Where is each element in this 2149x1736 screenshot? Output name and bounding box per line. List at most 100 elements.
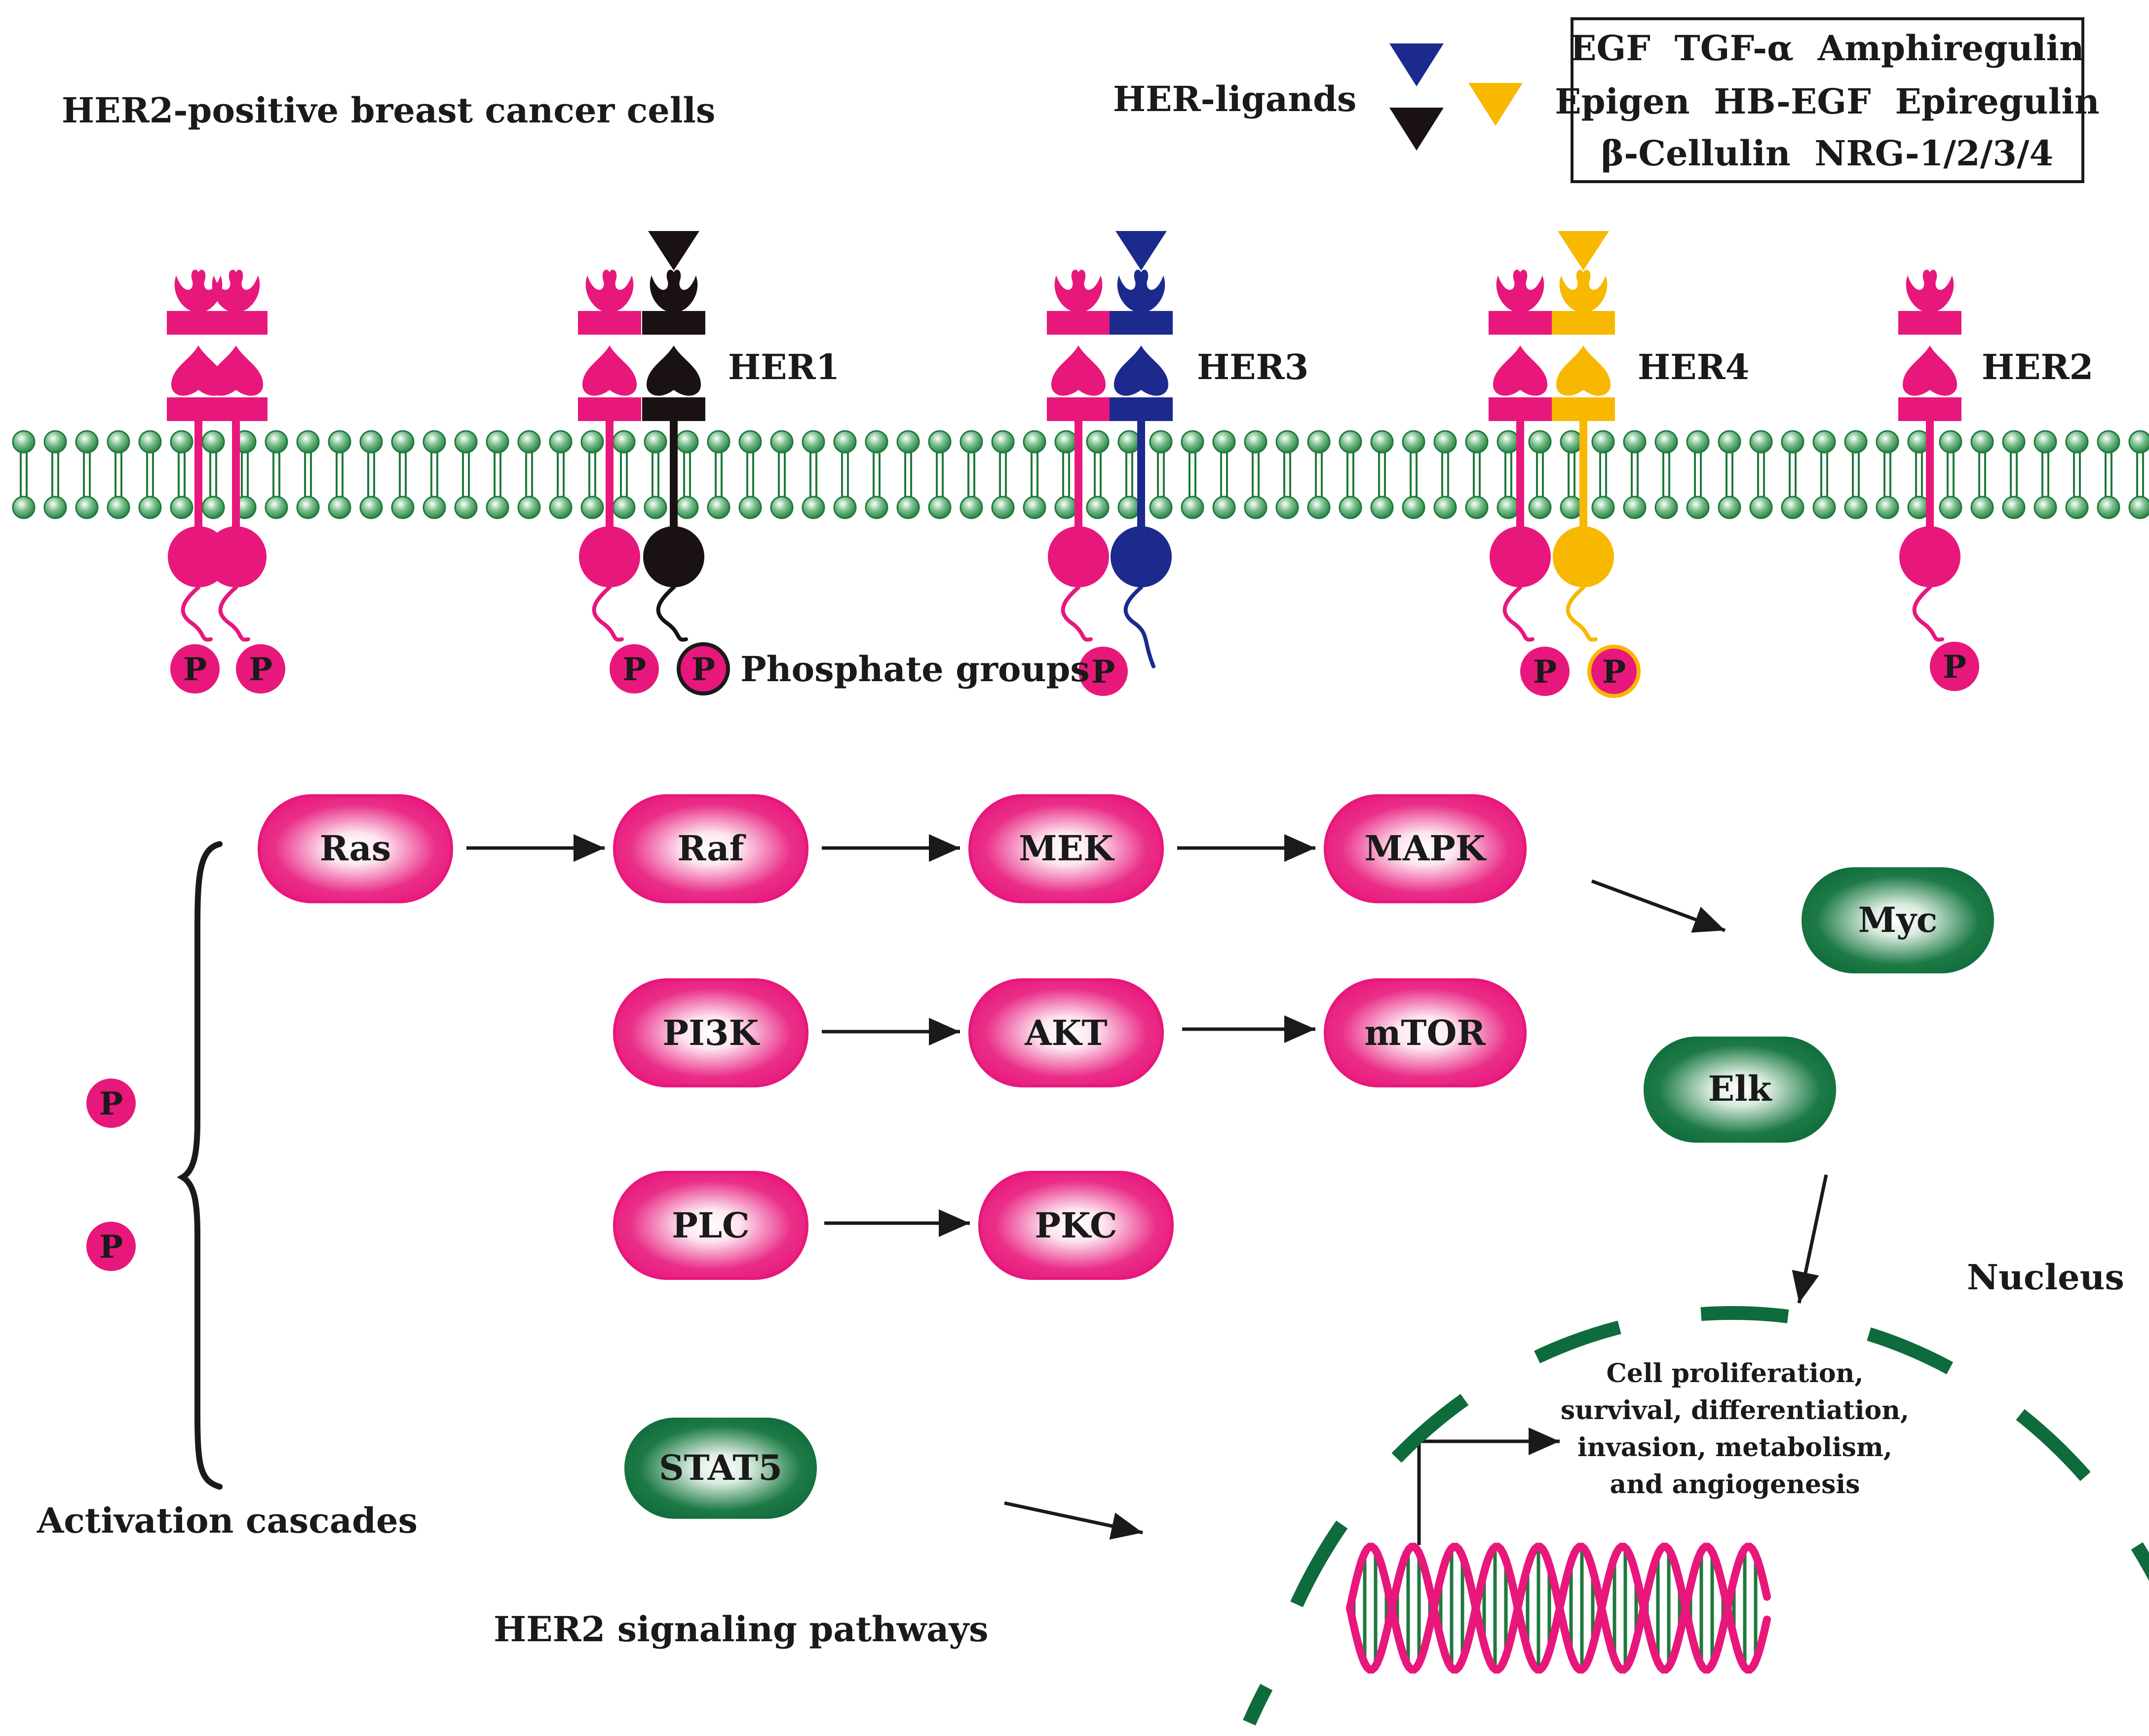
lipid	[1812, 430, 1836, 519]
lipid-head	[359, 430, 383, 454]
lipid	[391, 430, 415, 519]
mek-label: MEK	[1019, 828, 1114, 869]
lipid	[2097, 430, 2120, 519]
lipid-head	[1212, 430, 1236, 454]
cell-membrane	[12, 430, 2149, 519]
kinase-domain	[643, 526, 704, 587]
signaling-pathways-label: HER2 signaling pathways	[494, 1609, 989, 1650]
lipid-head	[1812, 496, 1836, 519]
phosphate-group: P	[677, 642, 730, 695]
lipid-head	[738, 430, 762, 454]
pkc-label: PKC	[1035, 1205, 1117, 1246]
extracellular-bar	[1110, 311, 1173, 335]
extracellular-bar	[1110, 397, 1173, 421]
plc-label: PLC	[672, 1205, 750, 1246]
extracellular-bar	[642, 397, 705, 421]
cysteine-rich-domain	[1903, 346, 1957, 396]
lipid-head	[1718, 430, 1741, 454]
mtor-box: mTOR	[1324, 978, 1527, 1087]
kinase-domain	[1048, 526, 1109, 587]
lipid-head	[2065, 430, 2089, 454]
lipid-head	[833, 430, 857, 454]
lipid-head	[865, 430, 888, 454]
lipid-head	[991, 496, 1015, 519]
lipid-head	[2034, 430, 2057, 454]
bound-ligand-icon	[1558, 231, 1609, 270]
lipid-head	[296, 496, 320, 519]
ligand-yellow-icon	[1468, 83, 1523, 126]
lipid	[549, 430, 573, 519]
receptor-monomer	[204, 270, 268, 642]
lipid	[738, 430, 762, 519]
kinase-domain	[1490, 526, 1551, 587]
kinase-domain	[579, 526, 640, 587]
extracellular-bar	[578, 397, 641, 421]
lipid-head	[865, 496, 888, 519]
ligand-legend-icons	[1389, 43, 1523, 151]
lipid-head	[296, 430, 320, 454]
lipid-head	[1465, 496, 1489, 519]
lipid-head	[1654, 430, 1678, 454]
lipid-head	[422, 430, 446, 454]
lipid-head	[359, 496, 383, 519]
extracellular-bar	[204, 397, 268, 421]
kinase-domain	[1899, 526, 1960, 587]
lipid	[1307, 430, 1331, 519]
extracellular-bar	[1047, 311, 1110, 335]
lipid-head	[1970, 496, 1994, 519]
lipid-head	[265, 430, 288, 454]
lipid-head	[391, 496, 415, 519]
lipid-head	[1718, 496, 1741, 519]
extracellular-bar	[1898, 397, 1961, 421]
extracellular-bar	[642, 311, 705, 335]
mapk-box: MAPK	[1324, 794, 1527, 903]
arrow-stat5-nucleus	[1004, 1501, 1143, 1540]
nuclear-envelope-segment	[1243, 1684, 1273, 1726]
lipid-head	[1749, 496, 1773, 519]
outcome-line-4: and angiogenesis	[1610, 1469, 1860, 1500]
lipid	[201, 430, 225, 519]
ligand-list-line-1: EGF TGF-α Amphiregulin	[1570, 28, 2084, 69]
lipid-head	[707, 430, 730, 454]
akt-box: AKT	[968, 978, 1164, 1087]
ligand-binding-domain	[585, 270, 634, 312]
ligand-blue-icon	[1389, 43, 1444, 86]
transmembrane-domain	[194, 421, 202, 527]
ligand-binding-domain	[1117, 270, 1165, 312]
raf-label: Raf	[677, 828, 746, 869]
lipid	[802, 430, 825, 519]
lipid-head	[612, 496, 636, 519]
lipid	[1117, 430, 1141, 519]
lipid-head	[1339, 430, 1362, 454]
lipid-head	[738, 496, 762, 519]
lipid	[1623, 430, 1647, 519]
lipid-head	[2128, 496, 2149, 519]
elk-label: Elk	[1708, 1068, 1772, 1109]
lipid	[2002, 430, 2026, 519]
arrow-mapk-myc	[1591, 879, 1726, 933]
ligand-list-box: EGF TGF-α Amphiregulin Epigen HB-EGF Epi…	[1555, 17, 2100, 183]
c-terminal-tail	[1566, 585, 1598, 642]
lipid-head	[1686, 496, 1710, 519]
c-terminal-tail	[181, 585, 213, 642]
lipid-head	[1275, 496, 1299, 519]
lipid-head	[580, 496, 604, 519]
lipid	[138, 430, 162, 519]
phosphate-label: P	[1943, 649, 1966, 686]
lipid	[1054, 430, 1078, 519]
lipid-head	[138, 430, 162, 454]
lipid	[770, 430, 794, 519]
phosphate-circle	[610, 644, 659, 694]
cysteine-rich-domain	[582, 346, 637, 396]
kinase-domain	[205, 526, 267, 587]
lipid-head	[1623, 430, 1647, 454]
c-terminal-tail	[1061, 585, 1093, 642]
transmembrane-domain	[232, 421, 240, 527]
lipid-head	[328, 496, 351, 519]
lipid-head	[75, 430, 99, 454]
lipid-head	[1781, 430, 1804, 454]
c-terminal-tail	[1123, 585, 1155, 668]
lipid-head	[43, 496, 67, 519]
lipid	[1370, 430, 1394, 519]
